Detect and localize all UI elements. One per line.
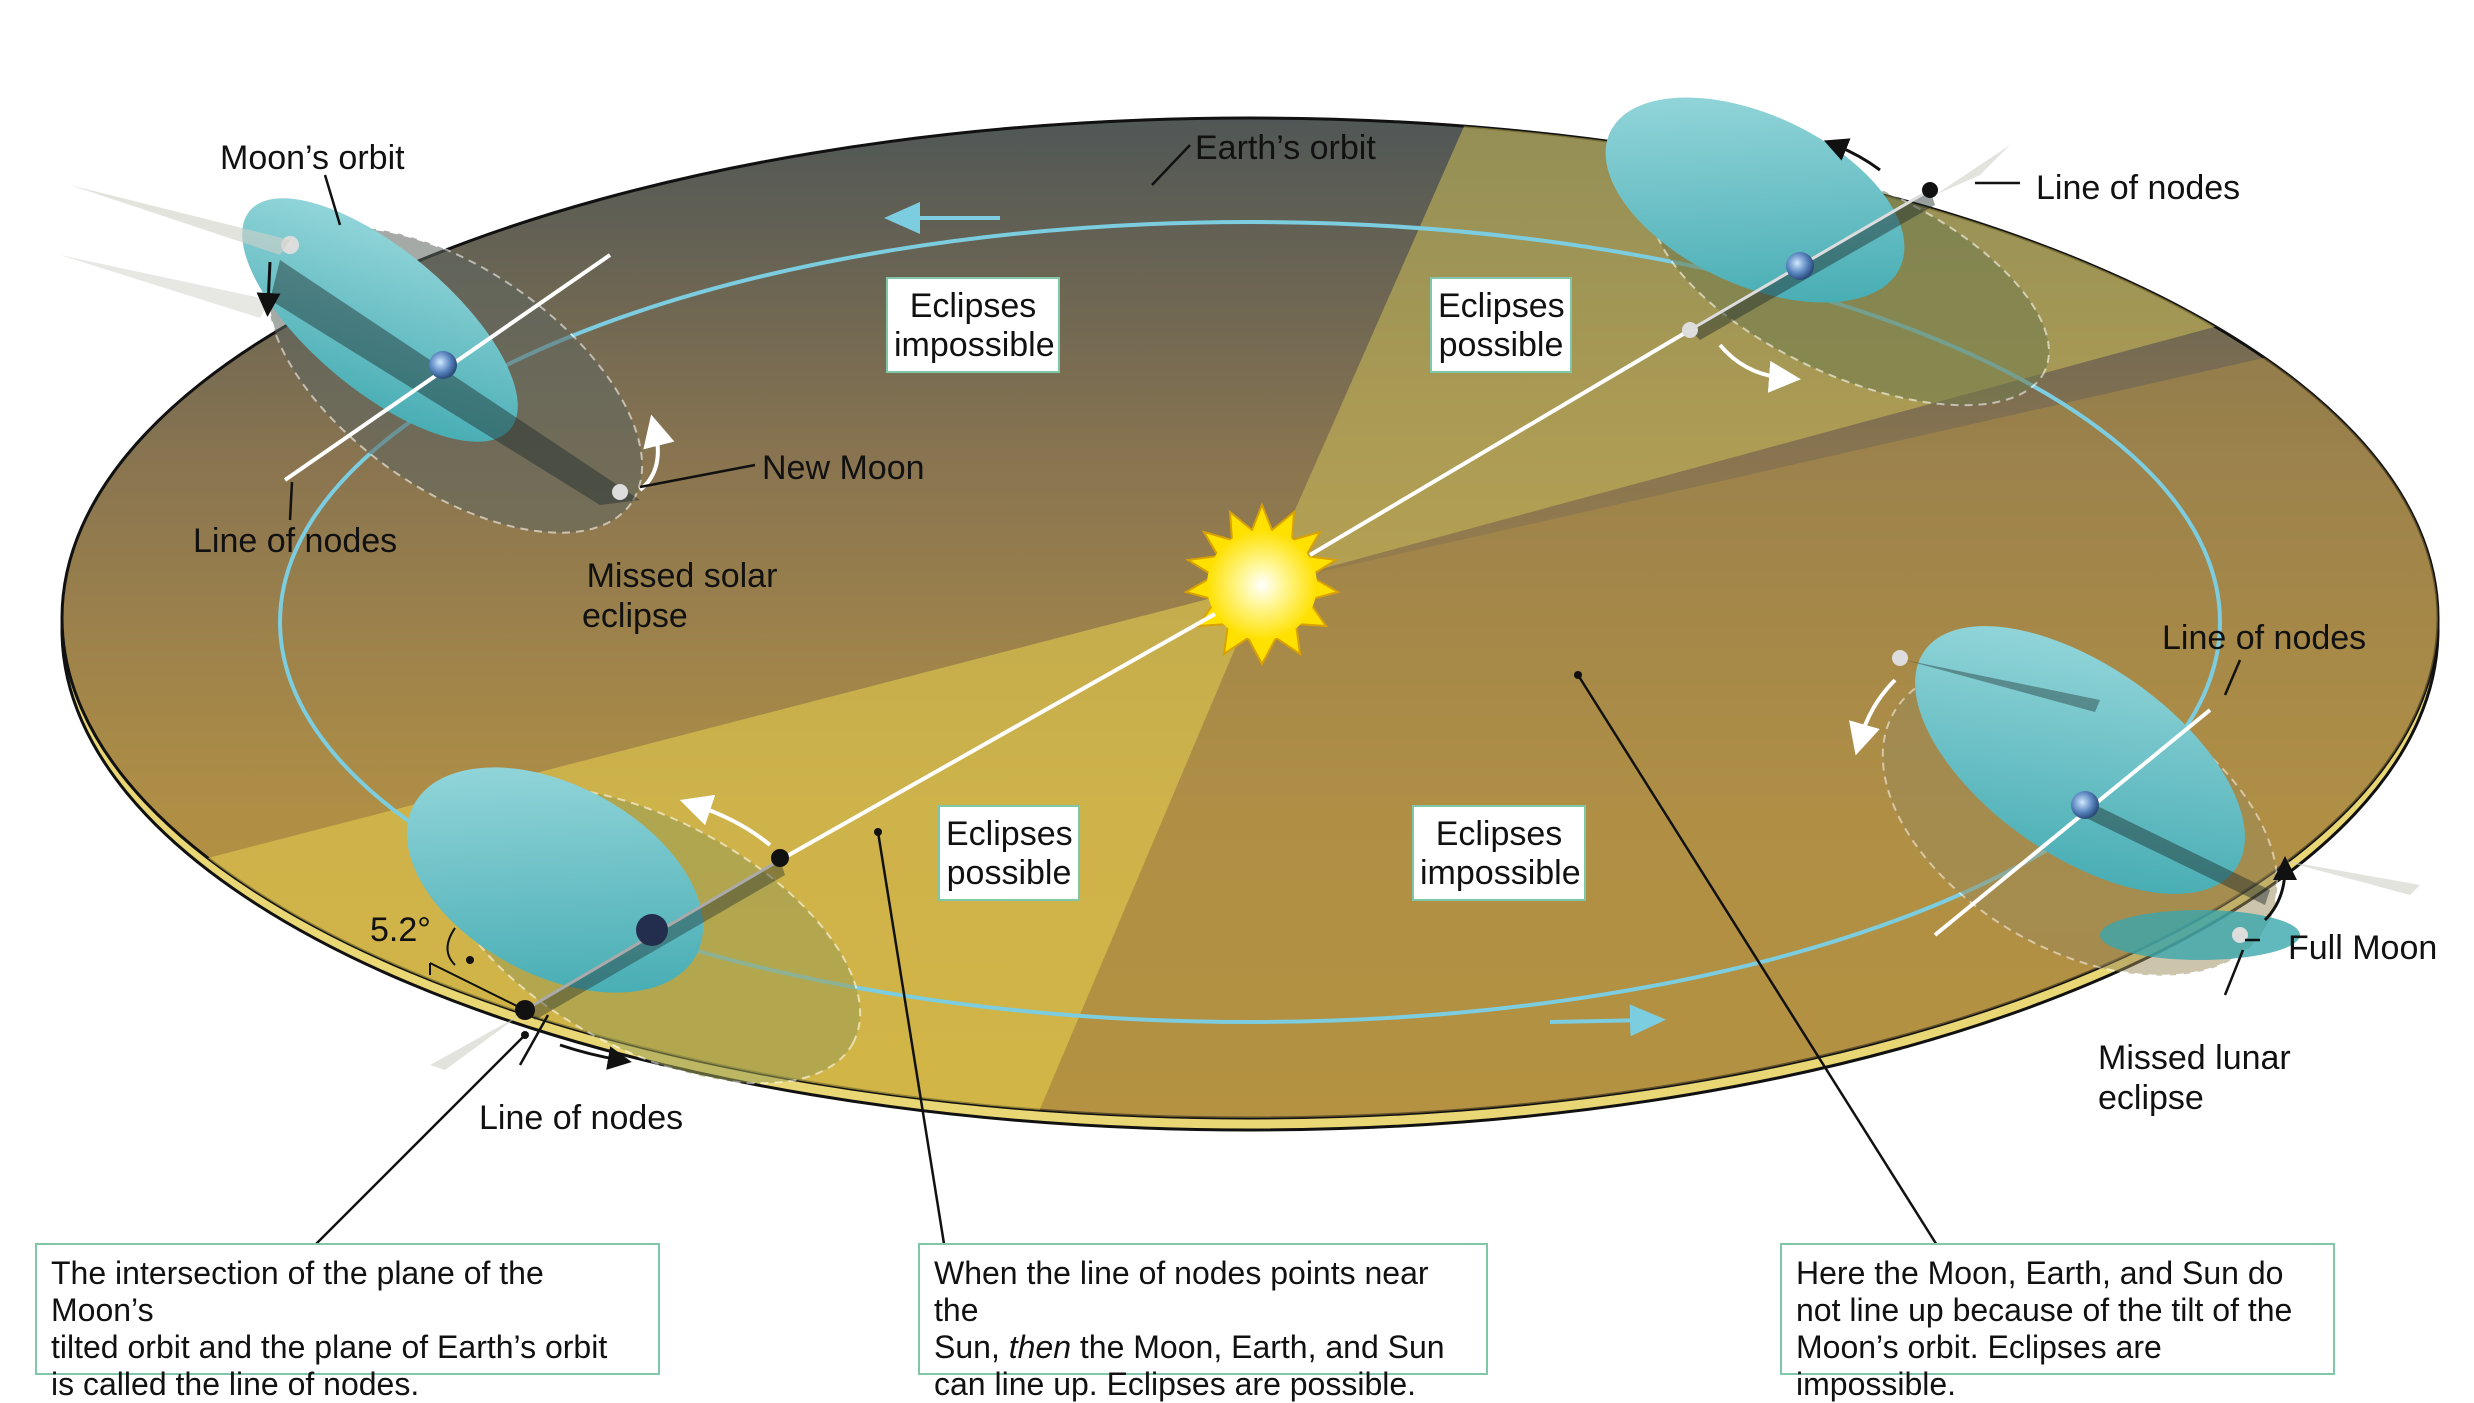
label-missed-solar-line2: eclipse (582, 597, 688, 635)
caption-middle: When the line of nodes points near the S… (918, 1243, 1488, 1402)
caption-middle-line2-a: Sun, (934, 1329, 1009, 1365)
region-top-left-line2: impossible (894, 326, 1055, 364)
label-earths-orbit: Earth’s orbit (1195, 129, 1376, 167)
caption-middle-line2-b: the Moon, Earth, and Sun (1071, 1329, 1445, 1365)
moon-orbit-bottom-right (1849, 626, 2420, 977)
label-new-moon: New Moon (762, 449, 925, 487)
caption-left: The intersection of the plane of the Moo… (35, 1243, 660, 1402)
moon-orbit-top-left (60, 185, 675, 534)
moon-new-icon (612, 484, 628, 500)
label-missed-solar: Missed solar eclipse (562, 556, 802, 636)
region-top-left-line1: Eclipses (909, 287, 1037, 325)
region-bottom-left-line1: Eclipses (946, 815, 1073, 853)
moon-icon (1682, 322, 1698, 338)
orbit-arrow-bottom (1549, 1004, 1666, 1037)
label-moons-orbit: Moon’s orbit (220, 139, 405, 177)
region-top-left: Eclipses impossible (886, 277, 1060, 373)
sun-icon (1183, 502, 1341, 667)
region-bottom-right: Eclipses impossible (1412, 805, 1586, 901)
moon-orbit-bottom-left (406, 767, 862, 1085)
label-missed-lunar-line1: Missed lunar (2098, 1039, 2291, 1077)
moon-full-icon (2232, 927, 2248, 943)
leader-dot (874, 828, 882, 836)
label-line-of-nodes-right: Line of nodes (2162, 619, 2367, 657)
label-missed-lunar: Missed lunar eclipse (2098, 1038, 2291, 1118)
earth-icon (1786, 252, 1814, 280)
label-angle: 5.2° (370, 911, 431, 949)
earth-icon (429, 351, 457, 379)
region-bottom-left: Eclipses possible (938, 805, 1080, 901)
label-line-of-nodes-bottom: Line of nodes (479, 1099, 684, 1137)
leader-dot (521, 1031, 529, 1039)
earth-icon (636, 914, 668, 946)
caption-right: Here the Moon, Earth, and Sun do not lin… (1780, 1243, 2335, 1402)
sunline-to-bottom-left (779, 612, 1216, 862)
region-bottom-right-line2: impossible (1420, 854, 1581, 892)
leader-dot (1574, 671, 1582, 679)
leader-lines (288, 144, 2260, 1251)
region-top-right-line2: possible (1438, 326, 1564, 364)
caption-middle-line3: can line up. Eclipses are possible. (934, 1366, 1417, 1402)
sunline-to-top-right (1308, 328, 1692, 557)
caption-middle-line2-em: then (1008, 1329, 1071, 1365)
label-full-moon: Full Moon (2288, 929, 2438, 967)
eclipse-geometry-diagram (60, 97, 2440, 1251)
label-missed-solar-line1: Missed solar (586, 557, 778, 595)
label-missed-lunar-line2: eclipse (2098, 1079, 2204, 1117)
region-bottom-right-line1: Eclipses (1435, 815, 1563, 853)
caption-middle-line2: Sun, then the Moon, Earth, and Sun (934, 1329, 1472, 1366)
caption-middle-line1: When the line of nodes points near the (934, 1255, 1429, 1328)
moon-orbit-top-right (1605, 97, 2050, 407)
label-line-of-nodes-left: Line of nodes (193, 522, 398, 560)
region-top-right: Eclipses possible (1430, 277, 1572, 373)
moon-icon (1892, 650, 1908, 666)
earth-icon (2071, 791, 2099, 819)
region-bottom-left-line2: possible (946, 854, 1072, 892)
label-line-of-nodes-topright: Line of nodes (2036, 169, 2241, 207)
region-top-right-line1: Eclipses (1438, 287, 1565, 325)
earths-orbit-path (278, 220, 2222, 1024)
